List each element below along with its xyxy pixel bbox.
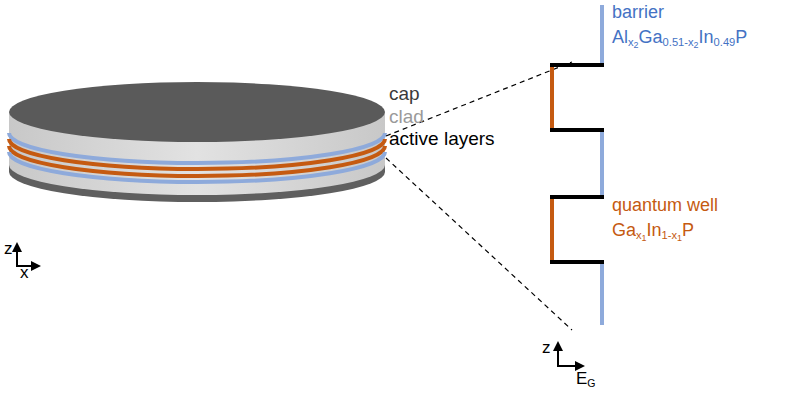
layer-label: active layers xyxy=(389,129,495,150)
well-band xyxy=(550,197,554,262)
interface-step xyxy=(550,128,604,132)
barrier-band xyxy=(600,5,604,65)
barrier-band xyxy=(600,130,604,197)
well-stripe xyxy=(9,139,385,169)
composition-label: Gax1In1-x1P xyxy=(612,221,694,241)
axis-label: EG xyxy=(576,370,596,389)
axis-arrow xyxy=(16,247,18,266)
cap-top xyxy=(9,82,385,142)
axis-label: z xyxy=(4,240,13,259)
layer-label: quantum well xyxy=(612,196,718,216)
band-diagram xyxy=(550,5,604,325)
disk xyxy=(9,82,385,202)
axes xyxy=(557,346,580,366)
interface-step xyxy=(550,260,604,264)
axis-arrow xyxy=(557,365,580,367)
composition-label: Alx2Ga0.51-x2In0.49P xyxy=(612,28,747,48)
axis-label: z xyxy=(542,339,551,358)
layer-label: cap xyxy=(389,84,420,105)
barrier-stripe xyxy=(9,152,385,182)
axis-arrow xyxy=(557,346,559,366)
interface-step xyxy=(550,63,604,67)
layer-label: clad xyxy=(389,107,424,128)
zoom-line xyxy=(386,158,572,330)
well-band xyxy=(550,65,554,130)
axis-label: x xyxy=(20,264,29,283)
layer-label: barrier xyxy=(612,3,664,23)
interface-step xyxy=(550,195,604,199)
zoom-line xyxy=(386,62,572,136)
barrier-band xyxy=(600,262,604,325)
